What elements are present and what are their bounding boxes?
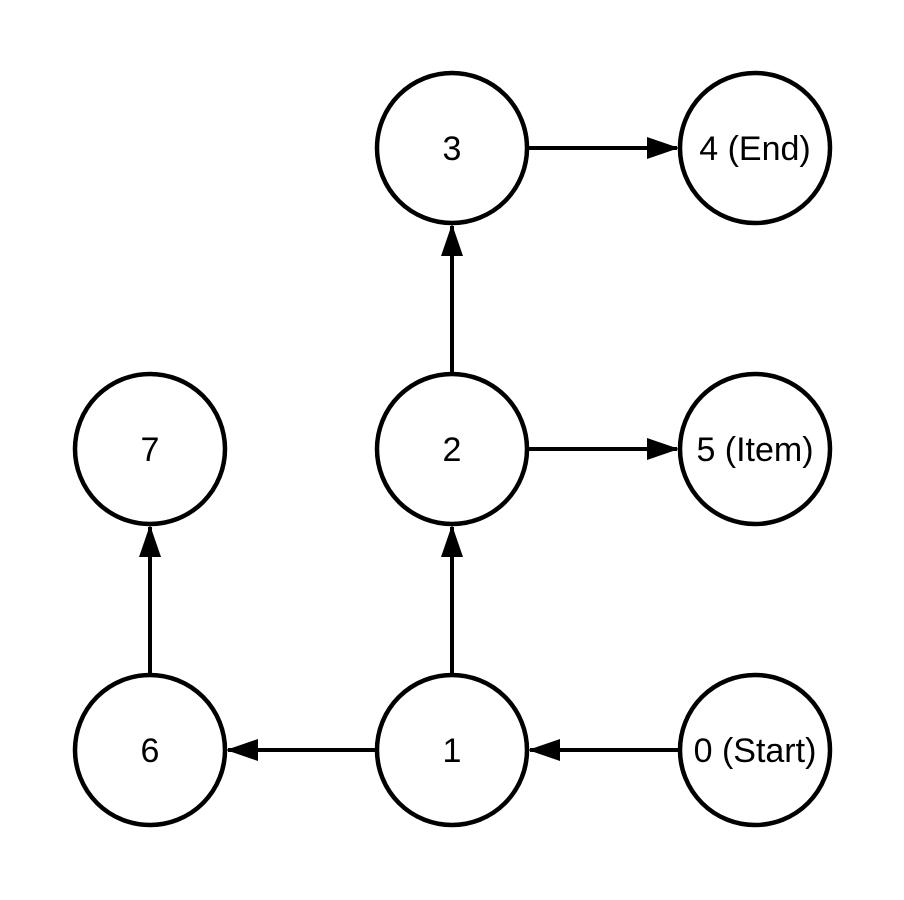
node-circle-7	[72, 371, 228, 527]
node-circle-2	[374, 371, 530, 527]
node-3: 3	[374, 70, 530, 226]
node-label-4: 4 (End)	[699, 130, 811, 168]
node-label-5: 5 (Item)	[696, 431, 813, 469]
node-0: 0 (Start)	[677, 672, 833, 828]
node-circle-3	[374, 70, 530, 226]
node-label-1: 1	[443, 732, 462, 770]
node-2: 2	[374, 371, 530, 527]
node-circle-5	[677, 371, 833, 527]
node-circle-0	[677, 672, 833, 828]
node-label-0: 0 (Start)	[694, 732, 817, 770]
node-circle-4	[677, 70, 833, 226]
node-circle-1	[374, 672, 530, 828]
node-label-7: 7	[141, 431, 160, 469]
node-1: 1	[374, 672, 530, 828]
node-4: 4 (End)	[677, 70, 833, 226]
node-6: 6	[72, 672, 228, 828]
node-circle-6	[72, 672, 228, 828]
node-label-3: 3	[443, 130, 462, 168]
node-label-6: 6	[141, 732, 160, 770]
node-5: 5 (Item)	[677, 371, 833, 527]
node-label-2: 2	[443, 431, 462, 469]
node-7: 7	[72, 371, 228, 527]
